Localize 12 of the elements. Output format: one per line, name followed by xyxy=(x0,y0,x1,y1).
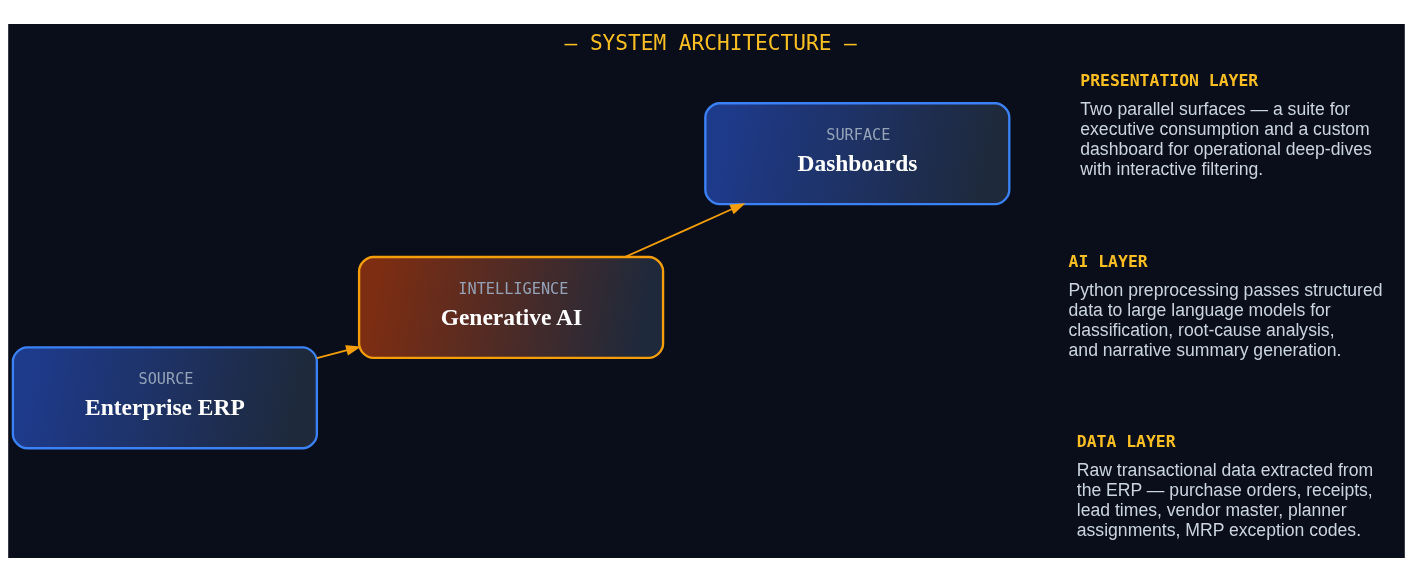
arrow xyxy=(624,202,746,258)
label: PRESENTATION LAYER xyxy=(1080,70,1259,90)
label: Two parallel surfaces — a suite for executive consumption and a custom dashboard for operational deep-dives with interactive filtering. xyxy=(1080,98,1372,179)
node-box: INTELLIGENCE Generative AI xyxy=(357,255,665,359)
arrow xyxy=(316,344,362,359)
label: AI LAYER xyxy=(1068,251,1148,271)
diagram-title: — SYSTEM ARCHITECTURE — xyxy=(564,29,857,55)
label: Raw transactional data extracted from the ERP — purchase orders, receipts, lead times, vendor master, planner assignments, MRP exception codes. xyxy=(1076,459,1374,540)
node-box: SOURCE Enterprise ERP xyxy=(11,345,319,449)
label: Python preprocessing passes structured data to large language models for classification, root-cause analysis, and narrative summary generation. xyxy=(1068,279,1383,360)
label: DATA LAYER xyxy=(1076,431,1176,451)
node-box: SURFACE Dashboards xyxy=(704,101,1011,205)
